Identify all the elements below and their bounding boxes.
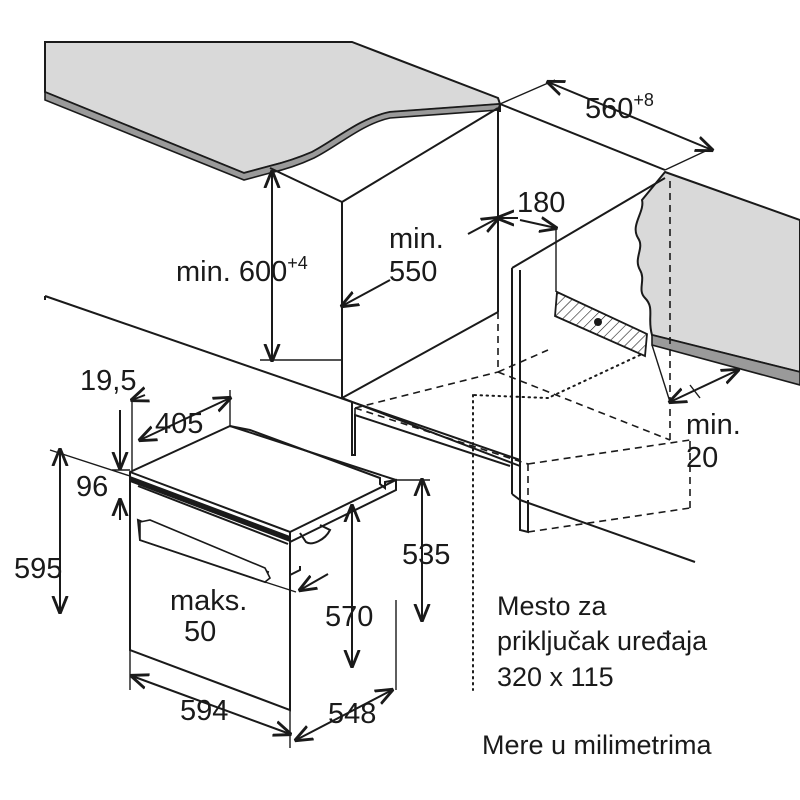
note-units: Mere u milimetrima: [482, 730, 713, 760]
dim-panel-thickness: 19,5: [80, 365, 136, 397]
dim-body-height: 570: [325, 601, 373, 633]
note-connection-line1: Mesto za: [497, 591, 608, 621]
note-connection-line2: priključak uređaja: [497, 626, 708, 656]
oven-appliance: [129, 424, 397, 712]
dim-min-depth-line1: min.: [389, 223, 444, 255]
worktop-right: [634, 170, 800, 386]
dim-min-gap-line2: 20: [686, 442, 718, 474]
hidden-edges: [354, 178, 691, 533]
dim-max-overhang-line1: maks.: [170, 585, 247, 617]
dim-rail-depth: 405: [155, 408, 203, 440]
dim-cabinet-width: 560+8: [585, 90, 654, 125]
note-connection-line3: 320 x 115: [497, 662, 614, 692]
dim-max-overhang-line2: 50: [184, 616, 216, 648]
worktop-left: [44, 41, 502, 181]
connection-leaders: [472, 354, 641, 691]
dim-appliance-height: 535: [402, 539, 450, 571]
connection-area: [554, 228, 648, 358]
dim-front-width: 594: [180, 695, 228, 727]
dim-front-height: 595: [14, 553, 62, 585]
dim-connection-offset: 180: [517, 187, 565, 219]
dimension-lines: [49, 79, 738, 748]
dim-appliance-depth: 548: [328, 698, 376, 730]
dim-min-gap-line1: min.: [686, 409, 741, 441]
dim-min-depth-line2: 550: [389, 256, 437, 288]
dim-cabinet-min-height: min. 600+4: [176, 253, 308, 288]
dim-control-height: 96: [76, 471, 108, 503]
